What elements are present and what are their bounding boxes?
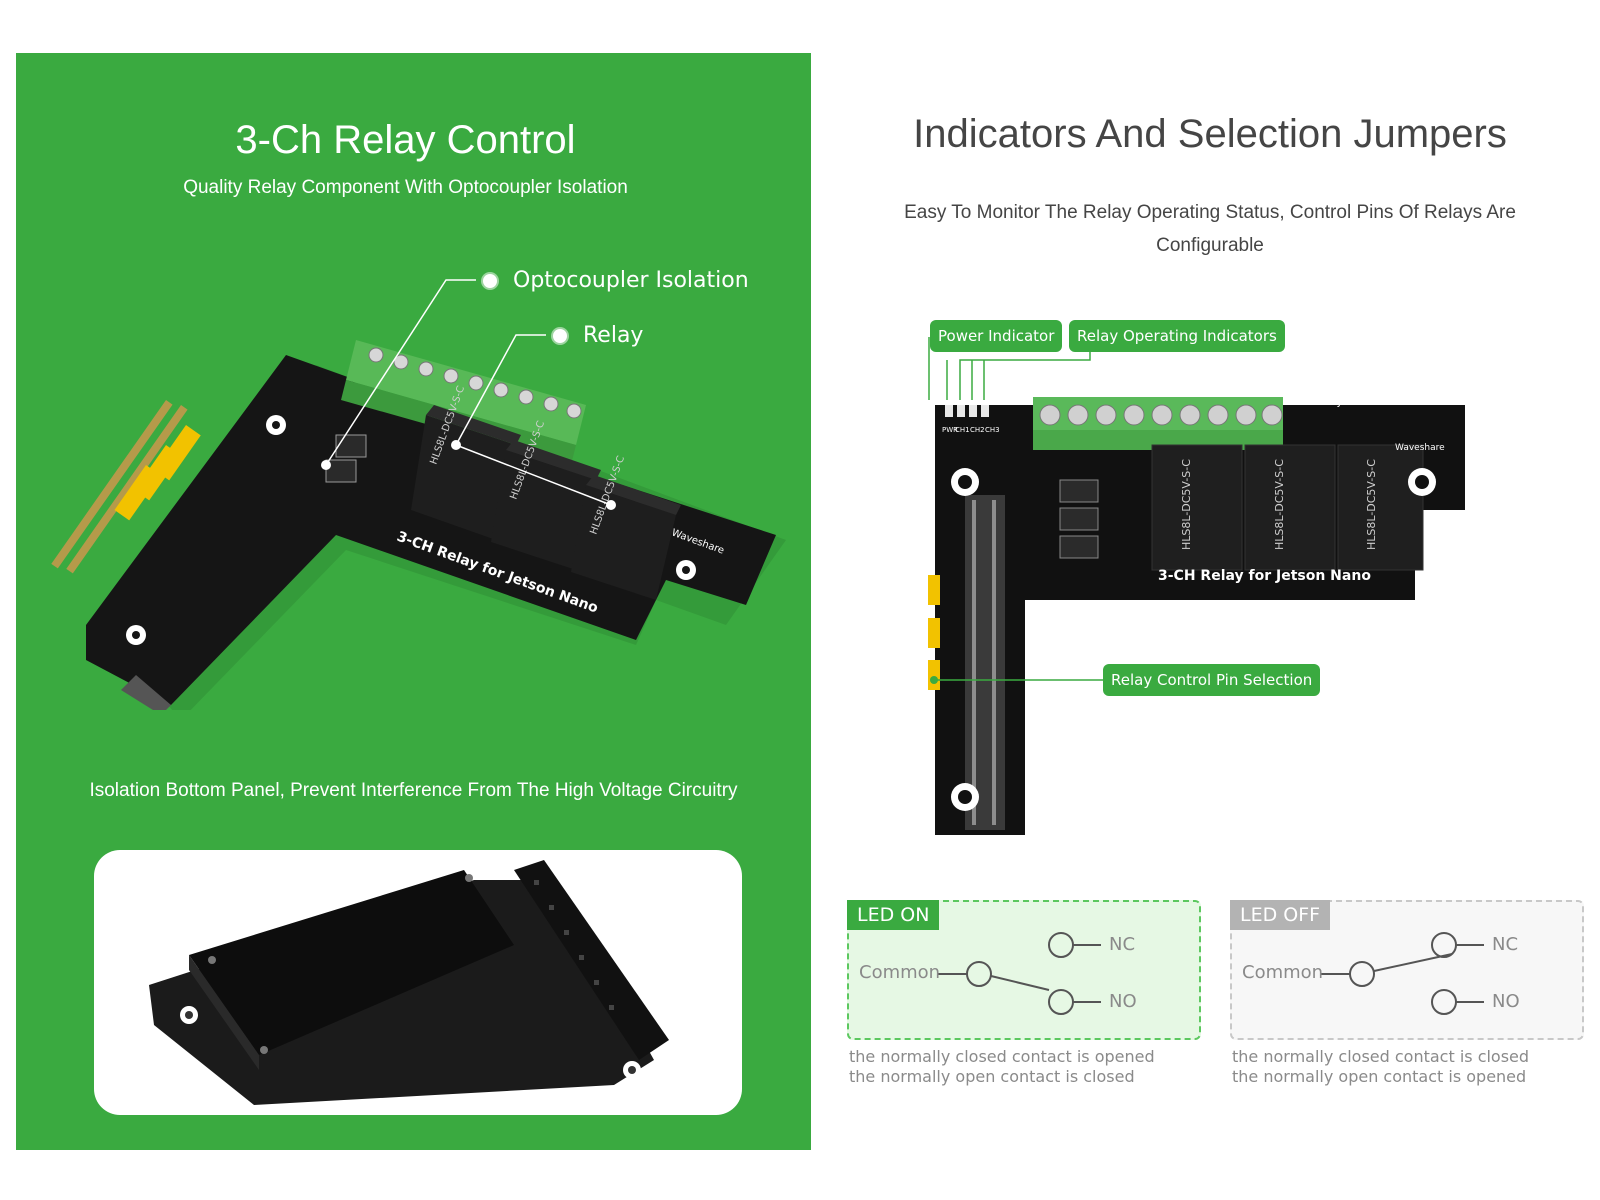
led-off-note-line2: the normally open contact is opened	[1232, 1067, 1527, 1086]
relay-board-photo: HLS8L-DC5V-S-C HLS8L-DC5V-S-C HLS8L-DC5V…	[51, 279, 786, 710]
relay-part-2: HLS8L-DC5V-S-C	[1273, 459, 1286, 550]
led-off-no-label: NO	[1492, 991, 1520, 1012]
right-title: Indicators And Selection Jumpers	[913, 112, 1507, 156]
bottom-panel-caption: Isolation Bottom Panel, Prevent Interfer…	[89, 780, 738, 801]
led-on-heading: LED ON	[847, 900, 940, 930]
silk-pwr: PWR	[942, 426, 958, 434]
relay-part-3: HLS8L-DC5V-S-C	[1365, 459, 1378, 550]
callout-relay: Relay	[583, 323, 644, 348]
led-off-nc-label: NC	[1492, 934, 1519, 955]
led-off-heading: LED OFF	[1230, 900, 1331, 930]
silk-ch3: CH3	[985, 426, 1000, 434]
relay-part-1: HLS8L-DC5V-S-C	[1180, 459, 1193, 550]
led-on-switch-schematic	[938, 932, 1101, 1015]
silk-ch1: CH1	[955, 426, 970, 434]
right-board-label: 3-CH Relay for Jetson Nano	[1158, 568, 1371, 584]
led-off-note-line1: the normally closed contact is closed	[1232, 1047, 1530, 1066]
led-off-diagram: LED OFF Common NC NO	[1230, 900, 1584, 1040]
right-board-brand: Waveshare	[1395, 443, 1445, 453]
led-on-nc-label: NC	[1109, 934, 1136, 955]
callout-dot-relay	[553, 329, 567, 343]
left-title: 3-Ch Relay Control	[235, 118, 576, 162]
callout-dot-optocoupler	[483, 274, 497, 288]
bottom-panel-photo	[149, 860, 669, 1105]
led-on-note-line2: the normally open contact is closed	[849, 1067, 1135, 1086]
tag-relay-control-pin-selection: Relay Control Pin Selection	[1103, 664, 1321, 696]
relay-header-label: Relay	[1315, 397, 1343, 408]
led-on-diagram: LED ON Common NC NO	[847, 900, 1201, 1040]
bottom-panel-photo-frame	[94, 850, 742, 1115]
relay-board-topdown: HLS8L-DC5V-S-C HLS8L-DC5V-S-C HLS8L-DC5V…	[928, 337, 1465, 835]
led-on-note-line1: the normally closed contact is opened	[849, 1047, 1155, 1066]
led-on-no-label: NO	[1109, 991, 1137, 1012]
right-description: Easy To Monitor The Relay Operating Stat…	[904, 202, 1516, 256]
tag-power-indicator: Power Indicator	[930, 320, 1063, 352]
led-off-switch-schematic	[1321, 932, 1484, 1015]
tag-relay-operating-indicators: Relay Operating Indicators	[1069, 320, 1285, 352]
left-subtitle: Quality Relay Component With Optocoupler…	[183, 177, 628, 198]
led-on-common-label: Common	[859, 962, 941, 983]
callout-optocoupler: Optocoupler Isolation	[513, 268, 749, 293]
silk-ch2: CH2	[970, 426, 985, 434]
led-off-common-label: Common	[1242, 962, 1324, 983]
